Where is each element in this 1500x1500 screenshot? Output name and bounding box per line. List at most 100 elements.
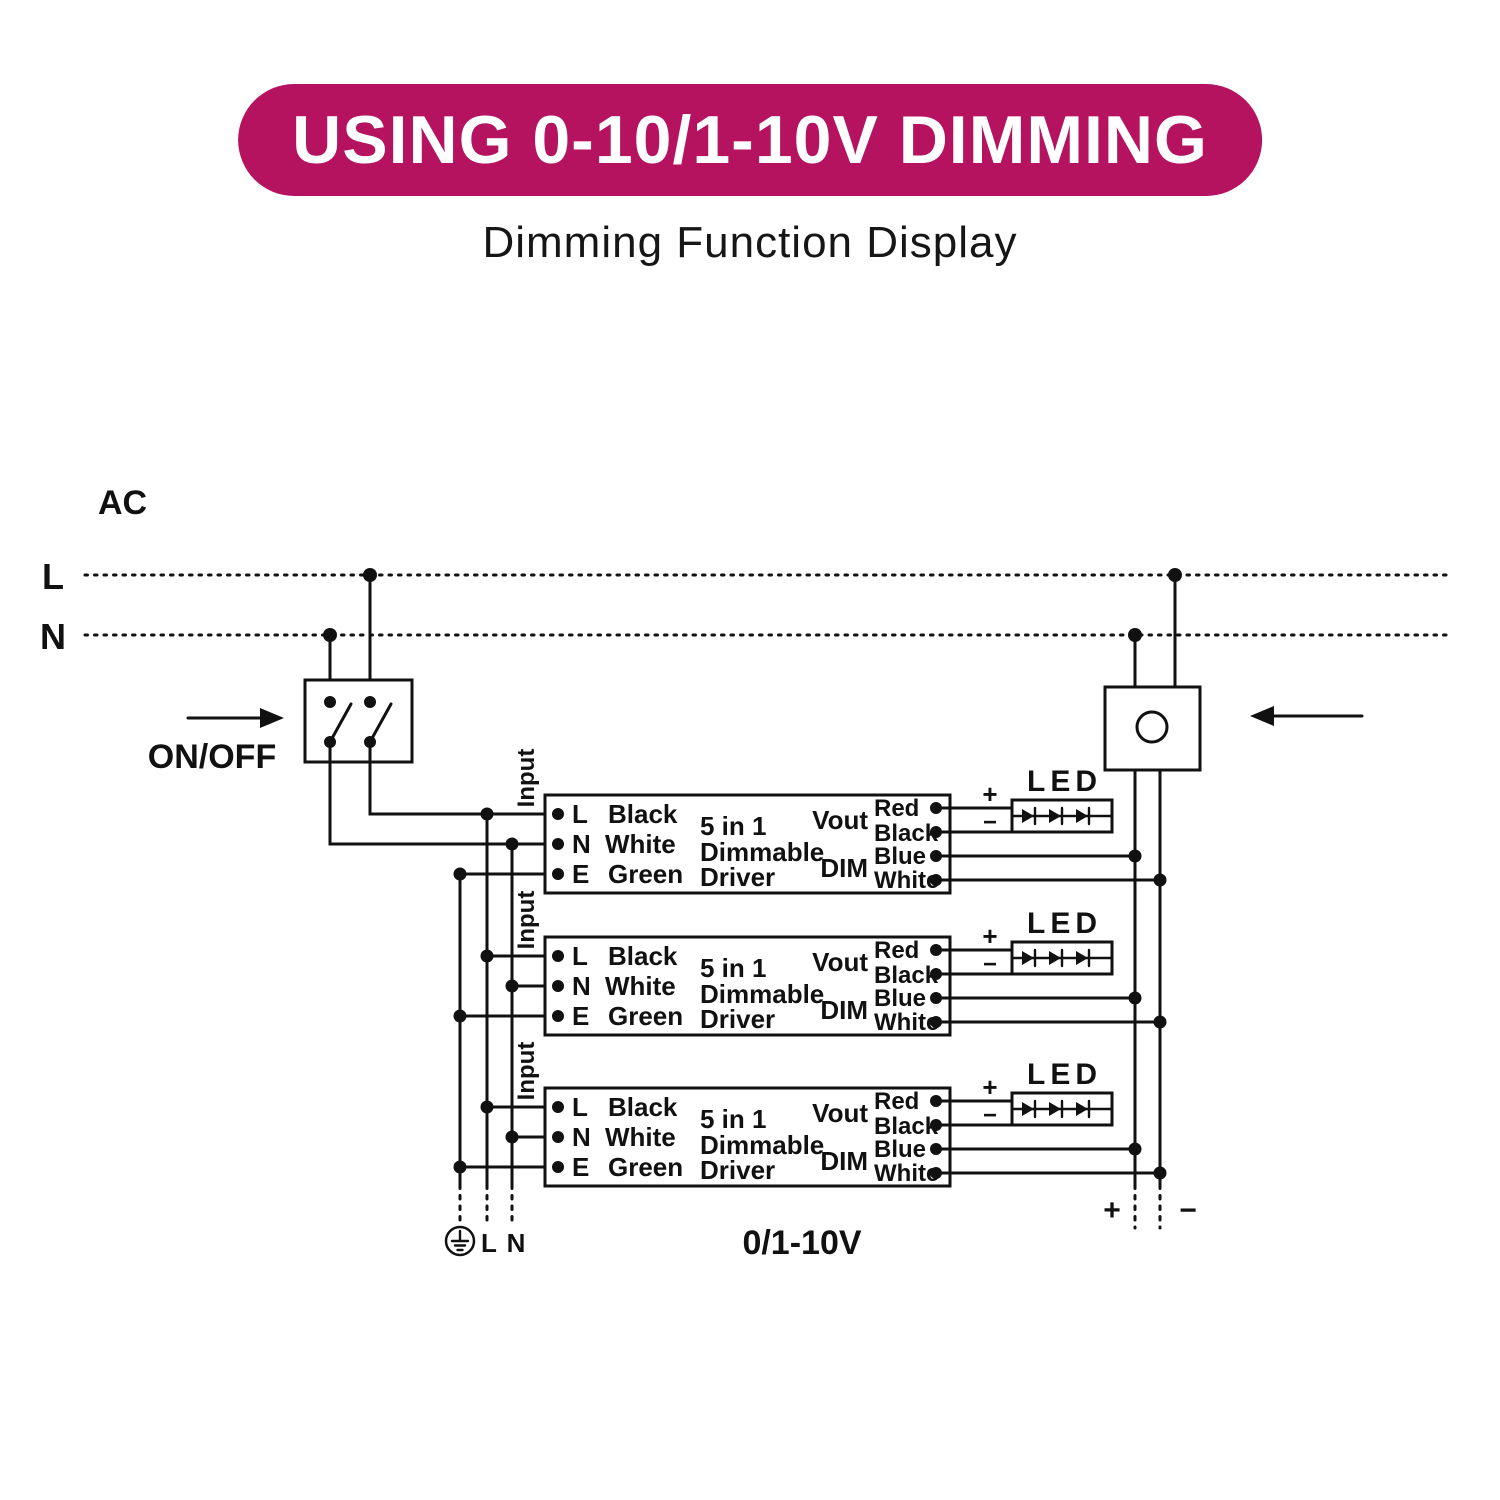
terminal-dot	[552, 950, 564, 962]
bottom-labels: L N 0/1-10V + −	[444, 1194, 1197, 1262]
input-label: Input	[513, 749, 540, 808]
led-minus-label: −	[983, 951, 997, 978]
diode-icon	[1049, 1099, 1064, 1119]
driver-name-line2: Dimmable	[700, 837, 824, 867]
bottom-l-label: L	[481, 1228, 497, 1258]
page-subtitle: Dimming Function Display	[482, 218, 1018, 267]
terminal-dot	[552, 1010, 564, 1022]
diode-icon	[1022, 948, 1037, 968]
driver-name-line3: Driver	[700, 1004, 775, 1034]
driver-unit: Input L Black N White E Green 5 in 1 Dim…	[453, 891, 1167, 1037]
switch-terminal-dot	[364, 696, 376, 708]
terminal-l-wire: Black	[608, 799, 678, 829]
diode-icon	[1022, 1099, 1037, 1119]
junction-dot	[1153, 873, 1167, 887]
input-label: Input	[513, 1042, 540, 1101]
dim-blue-label: Blue	[874, 843, 926, 870]
terminal-l-pin: L	[572, 799, 588, 829]
dim-label: DIM	[820, 1146, 868, 1176]
switched-neutral-wire	[328, 740, 547, 846]
onoff-label: ON/OFF	[148, 738, 276, 776]
onoff-switch: ON/OFF	[148, 573, 547, 846]
terminal-l-pin: L	[572, 1092, 588, 1122]
terminal-l-wire: Black	[608, 941, 678, 971]
driver-unit: Input L Black N White E Green 5 in 1 Dim…	[453, 749, 1167, 895]
driver-name-line1: 5 in 1	[700, 1104, 766, 1134]
terminal-n-wire: White	[605, 971, 676, 1001]
vout-label: Vout	[812, 1098, 868, 1128]
led-label: LED	[1027, 765, 1102, 798]
led-minus-label: −	[983, 1102, 997, 1129]
junction-dot	[1128, 849, 1142, 863]
driver-name-line3: Driver	[700, 1155, 775, 1185]
terminal-e-pin: E	[572, 859, 589, 889]
vout-label: Vout	[812, 805, 868, 835]
terminal-e-pin: E	[572, 1001, 589, 1031]
junction-dot	[453, 1009, 467, 1023]
driver-name-line3: Driver	[700, 862, 775, 892]
junction-dot	[480, 1100, 494, 1114]
dim-blue-label: Blue	[874, 1136, 926, 1163]
title-badge: USING 0-10/1-10V DIMMING	[238, 84, 1262, 196]
driver-box	[543, 935, 952, 1037]
junction-dot	[1128, 1142, 1142, 1156]
dimmer	[1103, 573, 1364, 1230]
vout-label: Vout	[812, 947, 868, 977]
diode-icon	[1022, 806, 1037, 826]
vout-black-label: Black	[874, 1113, 939, 1140]
junction-dot	[505, 1130, 519, 1144]
led-plus-label: +	[982, 921, 997, 951]
terminal-dot	[552, 980, 564, 992]
junction-dot	[1128, 991, 1142, 1005]
terminal-n-wire: White	[605, 829, 676, 859]
dim-blue-label: Blue	[874, 985, 926, 1012]
dim-label: DIM	[820, 995, 868, 1025]
terminal-n-wire: White	[605, 1122, 676, 1152]
bottom-n-label: N	[507, 1228, 526, 1258]
led-plus-label: +	[982, 779, 997, 809]
terminal-dot	[552, 808, 564, 820]
driver-name-line1: 5 in 1	[700, 811, 766, 841]
junction-dot	[505, 837, 519, 851]
switch-terminal-dot	[324, 696, 336, 708]
vout-red-label: Red	[874, 1088, 919, 1115]
terminal-l-wire: Black	[608, 1092, 678, 1122]
terminal-n-pin: N	[572, 1122, 591, 1152]
led-label: LED	[1027, 1058, 1102, 1091]
diode-icon	[1076, 1099, 1091, 1119]
junction-dot	[480, 807, 494, 821]
terminal-dot	[552, 838, 564, 850]
junction-dot	[1153, 1015, 1167, 1029]
arrow-right-head-icon	[260, 708, 284, 728]
junction-dot	[480, 949, 494, 963]
diode-icon	[1049, 806, 1064, 826]
terminal-e-wire: Green	[608, 859, 683, 889]
terminal-n-pin: N	[572, 971, 591, 1001]
junction-dot	[453, 867, 467, 881]
led-minus-label: −	[983, 809, 997, 836]
diode-icon	[1049, 948, 1064, 968]
terminal-n-pin: N	[572, 829, 591, 859]
driver-box	[543, 793, 952, 895]
dim-type-label: 0/1-10V	[742, 1224, 861, 1262]
terminal-l-pin: L	[572, 941, 588, 971]
terminal-e-wire: Green	[608, 1001, 683, 1031]
arrow-left-head-icon	[1250, 706, 1274, 726]
dim-minus-label: −	[1179, 1194, 1197, 1227]
switch-box	[303, 678, 414, 764]
dim-white-label: White	[874, 1009, 939, 1036]
junction-dot	[1153, 1166, 1167, 1180]
diode-icon	[1076, 806, 1091, 826]
line-l-label: L	[42, 556, 64, 597]
terminal-dot	[552, 868, 564, 880]
vout-red-label: Red	[874, 937, 919, 964]
led-label: LED	[1027, 907, 1102, 940]
vout-black-label: Black	[874, 962, 939, 989]
dim-label: DIM	[820, 853, 868, 883]
mains-lines: AC L N	[40, 484, 1450, 657]
dim-white-label: White	[874, 867, 939, 894]
junction-dot	[505, 979, 519, 993]
terminal-e-wire: Green	[608, 1152, 683, 1182]
ac-label: AC	[98, 484, 147, 522]
